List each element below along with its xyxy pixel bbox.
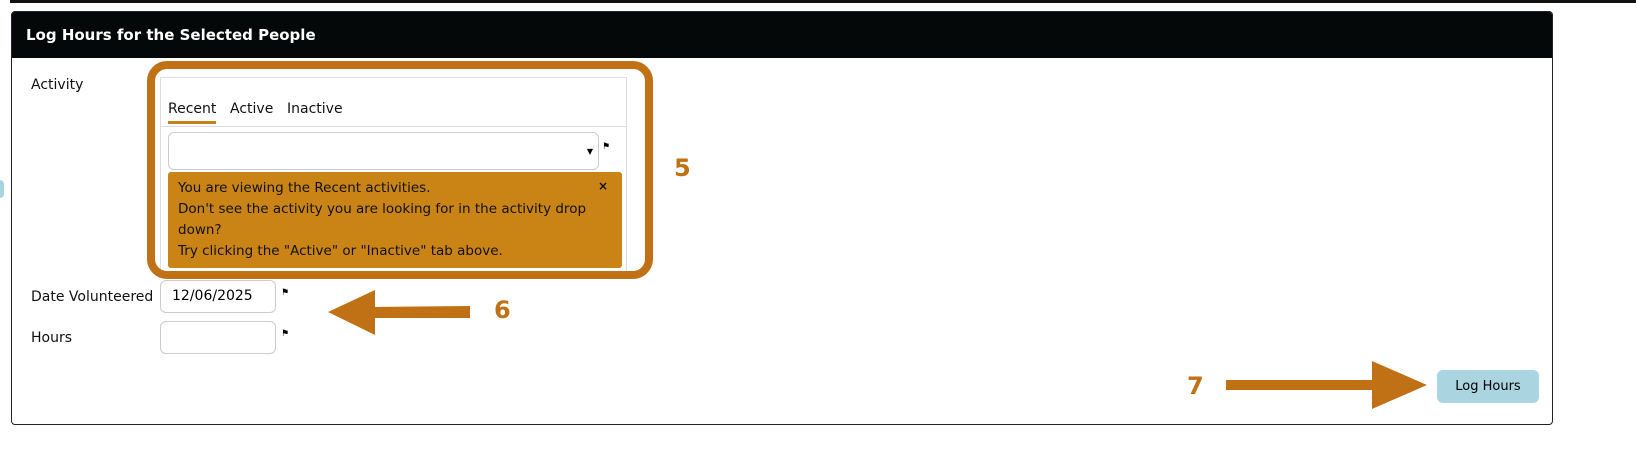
- hours-label: Hours: [31, 330, 73, 346]
- flag-icon: ⚑: [281, 329, 290, 339]
- annotation-6: 6: [494, 296, 511, 324]
- annotation-highlight: [147, 61, 653, 279]
- top-divider: [10, 0, 1636, 3]
- recent-activities-alert: × You are viewing the Recent activities.…: [168, 172, 622, 268]
- activity-tabs: Recent Active Inactive: [161, 98, 626, 127]
- alert-line: Don't see the activity you are looking f…: [178, 201, 587, 238]
- activity-picker: Recent Active Inactive ▼ ⚑ × You are vie…: [160, 77, 627, 278]
- alert-line: You are viewing the Recent activities.: [178, 180, 431, 196]
- tab-inactive[interactable]: Inactive: [287, 101, 343, 117]
- hours-input[interactable]: [160, 321, 276, 354]
- chevron-down-icon: ▼: [586, 147, 593, 156]
- alert-line: Try clicking the "Active" or "Inactive" …: [178, 243, 503, 259]
- annotation-7: 7: [1187, 372, 1204, 400]
- tab-active[interactable]: Active: [230, 101, 274, 117]
- log-hours-panel: Log Hours for the Selected People: [11, 11, 1553, 425]
- flag-icon: ⚑: [602, 142, 611, 152]
- activity-select[interactable]: ▼: [168, 132, 599, 170]
- activity-label: Activity: [31, 77, 84, 93]
- tab-recent[interactable]: Recent: [168, 101, 217, 124]
- arrow-left-annotation: [328, 290, 470, 335]
- close-icon[interactable]: ×: [597, 179, 608, 193]
- side-tab: [0, 180, 4, 198]
- arrow-right-annotation: [1226, 361, 1427, 409]
- panel-title: Log Hours for the Selected People: [12, 12, 1552, 58]
- log-hours-button[interactable]: Log Hours: [1437, 370, 1539, 403]
- flag-icon: ⚑: [281, 288, 290, 298]
- annotation-5: 5: [674, 154, 691, 182]
- date-label: Date Volunteered: [31, 289, 154, 305]
- date-input[interactable]: 12/06/2025: [160, 280, 276, 313]
